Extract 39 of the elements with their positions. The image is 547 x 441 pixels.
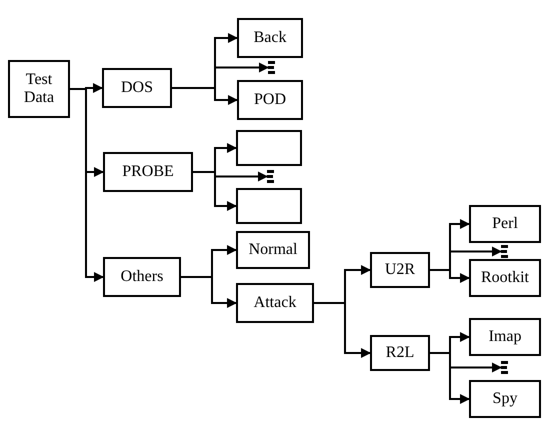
category-box <box>102 68 172 108</box>
category-box <box>103 257 181 297</box>
category-box <box>469 318 541 356</box>
arrow <box>430 269 470 283</box>
category-box <box>237 80 303 120</box>
empty-box <box>236 130 302 166</box>
node-label: Imap <box>488 328 522 346</box>
category-box <box>370 252 430 288</box>
node-label: Back <box>254 28 286 48</box>
ellipsis-mark <box>501 245 507 258</box>
node-label: Others <box>120 268 164 286</box>
category-box <box>236 231 310 269</box>
node-label: Rootkit <box>480 268 529 288</box>
node-label: Normal <box>248 240 298 260</box>
arrow <box>181 276 237 308</box>
category-box <box>237 18 303 58</box>
category-box <box>8 60 70 118</box>
node-label: Perl <box>492 214 518 234</box>
category-box <box>469 205 541 243</box>
ellipsis-mark <box>501 361 507 374</box>
arrow <box>70 88 104 282</box>
node-label: DOS <box>120 78 153 98</box>
node-label: Attack <box>254 294 296 312</box>
arrow <box>430 352 470 404</box>
node-label: Spy <box>492 390 518 408</box>
category-box <box>103 152 193 192</box>
node-label: PROBE <box>122 162 174 182</box>
node-label: Test Data <box>22 70 56 108</box>
arrow <box>172 87 238 105</box>
category-box <box>236 283 314 323</box>
node-label: R2L <box>386 344 414 362</box>
node-label: POD <box>254 90 286 110</box>
empty-box <box>236 188 302 224</box>
category-box <box>469 380 541 418</box>
node-label: U2R <box>384 260 416 280</box>
category-box <box>370 335 430 371</box>
ellipsis-mark <box>267 170 273 183</box>
category-box <box>469 259 541 297</box>
ellipsis-mark <box>268 61 274 74</box>
